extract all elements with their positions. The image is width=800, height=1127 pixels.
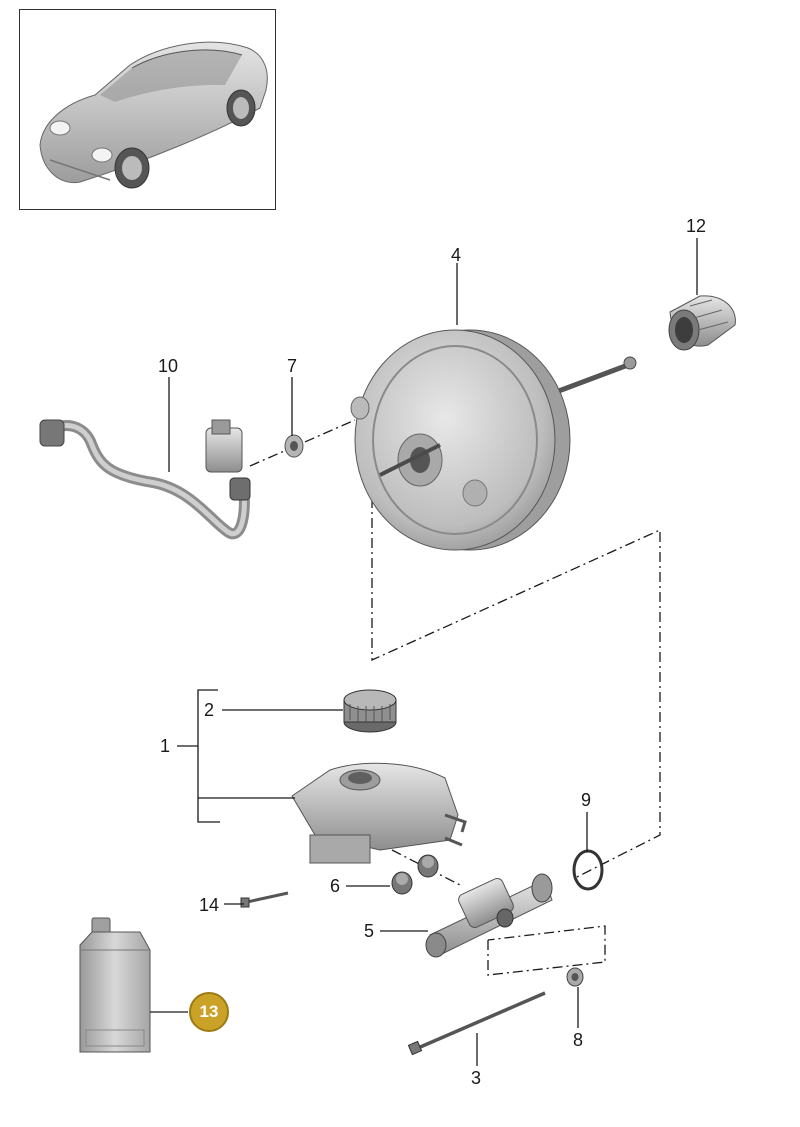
callout-label-2: 2	[204, 700, 215, 720]
assembly-guide-lines	[249, 419, 661, 976]
part-12-grommet	[668, 295, 736, 351]
callout-label-9: 9	[581, 790, 592, 810]
callout-badge-13: 13	[189, 992, 229, 1032]
part-4-brake-booster	[350, 329, 637, 551]
part-7-grommet	[284, 434, 304, 458]
callout-label-6: 6	[330, 876, 341, 896]
part-8-nut	[566, 967, 584, 987]
callout-label-1: 1	[160, 736, 171, 756]
part-13-brake-fluid-bottle	[79, 917, 151, 1053]
part-2-reservoir-cap	[343, 689, 397, 733]
callout-label-5: 5	[364, 921, 375, 941]
part-6-seals	[391, 854, 439, 895]
part-1-reservoir	[291, 762, 467, 864]
callout-leader-lines	[150, 238, 698, 1066]
callout-label-7: 7	[287, 356, 298, 376]
part-9-o-ring	[572, 849, 604, 891]
callout-label-4: 4	[451, 245, 462, 265]
callout-label-8: 8	[573, 1030, 584, 1050]
callout-label-12: 12	[686, 216, 707, 236]
car-thumbnail-frame	[19, 9, 276, 210]
part-14-screw	[240, 891, 289, 908]
car-thumbnail-icon	[39, 41, 268, 189]
part-3-bolt	[407, 991, 546, 1056]
callout-label-14: 14	[199, 895, 220, 915]
part-5-master-cylinder	[425, 873, 553, 958]
callout-label-10: 10	[158, 356, 179, 376]
part-10-vacuum-hose	[39, 419, 251, 540]
callout-label-3: 3	[471, 1068, 482, 1088]
